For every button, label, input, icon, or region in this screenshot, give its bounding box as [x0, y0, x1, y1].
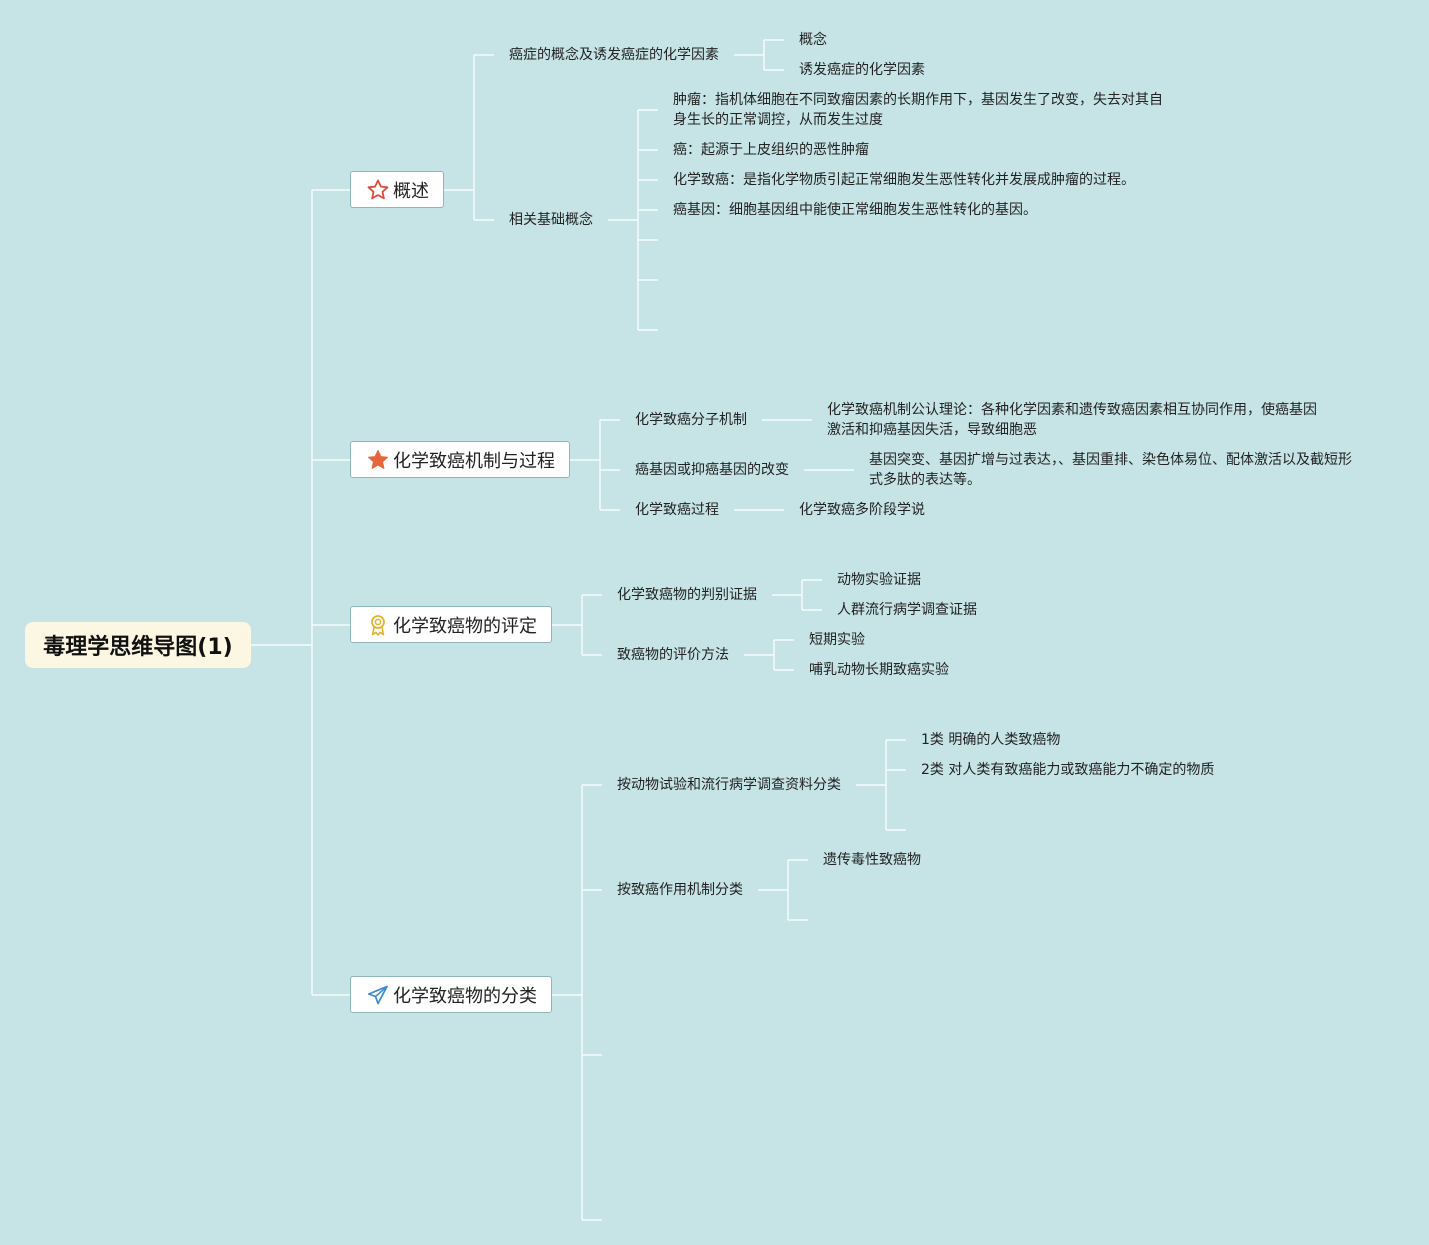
connector-mechanism: [570, 419, 620, 511]
connector-classification: [552, 784, 602, 1221]
topic-molecular-detail[interactable]: 化学致癌机制公认理论：各种化学因素和遗传致癌因素相互协同作用，使癌基因激活和抑癌…: [827, 402, 1317, 438]
list-item[interactable]: 癌：起源于上皮组织的恶性肿瘤: [673, 142, 869, 158]
connector-methods: [744, 639, 794, 671]
connector-basic-concepts: [608, 109, 658, 331]
connector-concept-factors: [734, 39, 784, 71]
branch-overview[interactable]: 概述: [350, 171, 444, 208]
paper-plane-icon: [365, 982, 391, 1008]
list-item[interactable]: 肿瘤：指机体细胞在不同致瘤因素的长期作用下，基因发生了改变，失去对其自身生长的正…: [673, 92, 1163, 128]
topic-gene-change-detail[interactable]: 基因突变、基因扩增与过表达，、基因重排、染色体易位、配体激活以及截短形式多肽的表…: [869, 452, 1352, 488]
branch-label: 化学致癌机制与过程: [393, 450, 555, 472]
connector-root: [251, 189, 350, 996]
topic-by-evidence[interactable]: 按动物试验和流行病学调查资料分类: [617, 777, 841, 793]
list-item[interactable]: 遗传毒性致癌物: [823, 852, 921, 868]
connector-by-evidence: [856, 739, 906, 831]
list-item[interactable]: 人群流行病学调查证据: [837, 602, 977, 618]
list-item[interactable]: 1类 明确的人类致癌物: [921, 732, 1061, 748]
list-item[interactable]: 2类 对人类有致癌能力或致癌能力不确定的物质: [921, 762, 1215, 778]
connector-evidence: [772, 579, 822, 611]
topic-process[interactable]: 化学致癌过程: [635, 502, 719, 518]
connector-overview: [444, 54, 494, 221]
topic-basic-concepts[interactable]: 相关基础概念: [509, 212, 593, 228]
list-item[interactable]: 短期实验: [809, 632, 865, 648]
branch-evaluation[interactable]: 化学致癌物的评定: [350, 606, 552, 643]
root-topic[interactable]: 毒理学思维导图(1): [25, 622, 251, 668]
award-ribbon-icon: [365, 612, 391, 638]
branch-classification[interactable]: 化学致癌物的分类: [350, 976, 552, 1013]
list-item[interactable]: 诱发癌症的化学因素: [799, 62, 925, 78]
list-item[interactable]: 哺乳动物长期致癌实验: [809, 662, 949, 678]
branch-label: 化学致癌物的评定: [393, 615, 537, 637]
topic-gene-change[interactable]: 癌基因或抑癌基因的改变: [635, 462, 789, 478]
connector-by-mechanism: [758, 859, 808, 921]
list-item[interactable]: 癌基因：细胞基因组中能使正常细胞发生恶性转化的基因。: [673, 202, 1037, 218]
star-filled-icon: [365, 447, 391, 473]
star-outline-icon: [365, 177, 391, 203]
root-title: 毒理学思维导图(1): [43, 635, 233, 660]
topic-concept-factors[interactable]: 癌症的概念及诱发癌症的化学因素: [509, 47, 719, 63]
branch-label: 概述: [393, 180, 429, 202]
topic-molecular[interactable]: 化学致癌分子机制: [635, 412, 747, 428]
list-item[interactable]: 概念: [799, 32, 827, 48]
branch-label: 化学致癌物的分类: [393, 985, 537, 1007]
topic-evidence[interactable]: 化学致癌物的判别证据: [617, 587, 757, 603]
connector-evaluation: [552, 594, 602, 656]
branch-mechanism[interactable]: 化学致癌机制与过程: [350, 441, 570, 478]
topic-process-detail[interactable]: 化学致癌多阶段学说: [799, 502, 925, 518]
topic-methods[interactable]: 致癌物的评价方法: [617, 647, 729, 663]
list-item[interactable]: 动物实验证据: [837, 572, 921, 588]
list-item[interactable]: 化学致癌：是指化学物质引起正常细胞发生恶性转化并发展成肿瘤的过程。: [673, 172, 1135, 188]
topic-by-mechanism[interactable]: 按致癌作用机制分类: [617, 882, 743, 898]
